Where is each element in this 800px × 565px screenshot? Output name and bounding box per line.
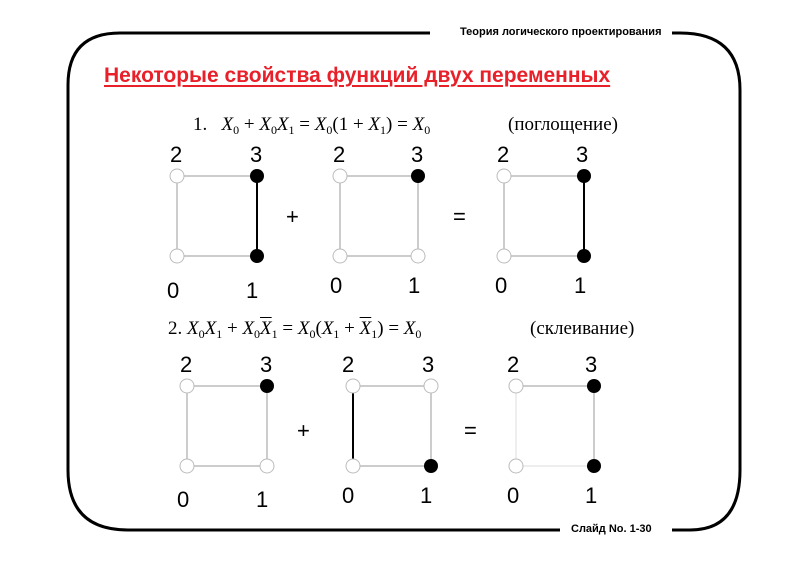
label-2: 2 xyxy=(170,142,182,167)
formula-1: 1. X0 + X0X1 = X0(1 + X1) = X0 xyxy=(193,114,431,137)
label-0: 0 xyxy=(342,483,354,508)
node-0 xyxy=(179,458,195,474)
node-0 xyxy=(345,458,361,474)
label-2: 2 xyxy=(333,142,345,167)
node-3 xyxy=(250,169,264,183)
label-1: 1 xyxy=(420,483,432,508)
label-0: 0 xyxy=(330,273,342,298)
equals-operator-1: = xyxy=(453,204,466,229)
formula-1-number: 1. xyxy=(193,114,208,135)
cube-p1-3: 0 1 2 3 xyxy=(495,142,591,298)
cube-p1-1: 0 1 2 3 xyxy=(167,142,264,303)
node-2 xyxy=(169,168,185,184)
label-0: 0 xyxy=(507,483,519,508)
label-1: 1 xyxy=(585,483,597,508)
label-1: 1 xyxy=(246,278,258,303)
label-0: 0 xyxy=(177,487,189,512)
node-2 xyxy=(345,378,361,394)
cube-p1-2: 0 1 2 3 xyxy=(330,142,426,298)
label-1: 1 xyxy=(408,273,420,298)
node-3 xyxy=(411,169,425,183)
cube-p2-1: 0 1 2 3 xyxy=(177,352,275,512)
node-3 xyxy=(587,379,601,393)
node-3 xyxy=(577,169,591,183)
plus-operator-1: + xyxy=(286,204,299,229)
label-3: 3 xyxy=(422,352,434,377)
property-2-name: (склеивание) xyxy=(530,318,635,339)
label-0: 0 xyxy=(167,278,179,303)
label-2: 2 xyxy=(497,142,509,167)
node-1 xyxy=(577,249,591,263)
node-2 xyxy=(332,168,348,184)
plus-operator-2: + xyxy=(297,418,310,443)
node-0 xyxy=(332,248,348,264)
formula-2: 2. X0X1 + X0X1 = X0(X1 + X1) = X0 xyxy=(168,318,422,341)
node-1 xyxy=(410,248,426,264)
label-3: 3 xyxy=(250,142,262,167)
label-3: 3 xyxy=(585,352,597,377)
node-1 xyxy=(259,458,275,474)
label-1: 1 xyxy=(256,487,268,512)
label-2: 2 xyxy=(342,352,354,377)
label-1: 1 xyxy=(574,273,586,298)
label-2: 2 xyxy=(507,352,519,377)
node-3 xyxy=(260,379,274,393)
node-3 xyxy=(423,378,439,394)
label-3: 3 xyxy=(260,352,272,377)
label-3: 3 xyxy=(411,142,423,167)
property-1-name: (поглощение) xyxy=(508,114,618,135)
node-1 xyxy=(250,249,264,263)
node-2 xyxy=(496,168,512,184)
label-0: 0 xyxy=(495,273,507,298)
slide-title: Некоторые свойства функций двух переменн… xyxy=(104,64,611,87)
cube-p2-2: 0 1 2 3 xyxy=(342,352,439,508)
course-title: Теория логического проектирования xyxy=(456,26,666,38)
formula-2-number: 2. xyxy=(168,318,183,339)
node-2 xyxy=(508,378,524,394)
node-1 xyxy=(424,459,438,473)
equals-operator-2: = xyxy=(464,418,477,443)
node-1 xyxy=(587,459,601,473)
label-3: 3 xyxy=(576,142,588,167)
node-0 xyxy=(508,458,524,474)
cube-p2-3: 0 1 2 3 xyxy=(507,352,601,508)
node-0 xyxy=(496,248,512,264)
node-0 xyxy=(169,248,185,264)
node-2 xyxy=(179,378,195,394)
slide-number: Слайд No. 1-30 xyxy=(567,523,656,535)
label-2: 2 xyxy=(180,352,192,377)
